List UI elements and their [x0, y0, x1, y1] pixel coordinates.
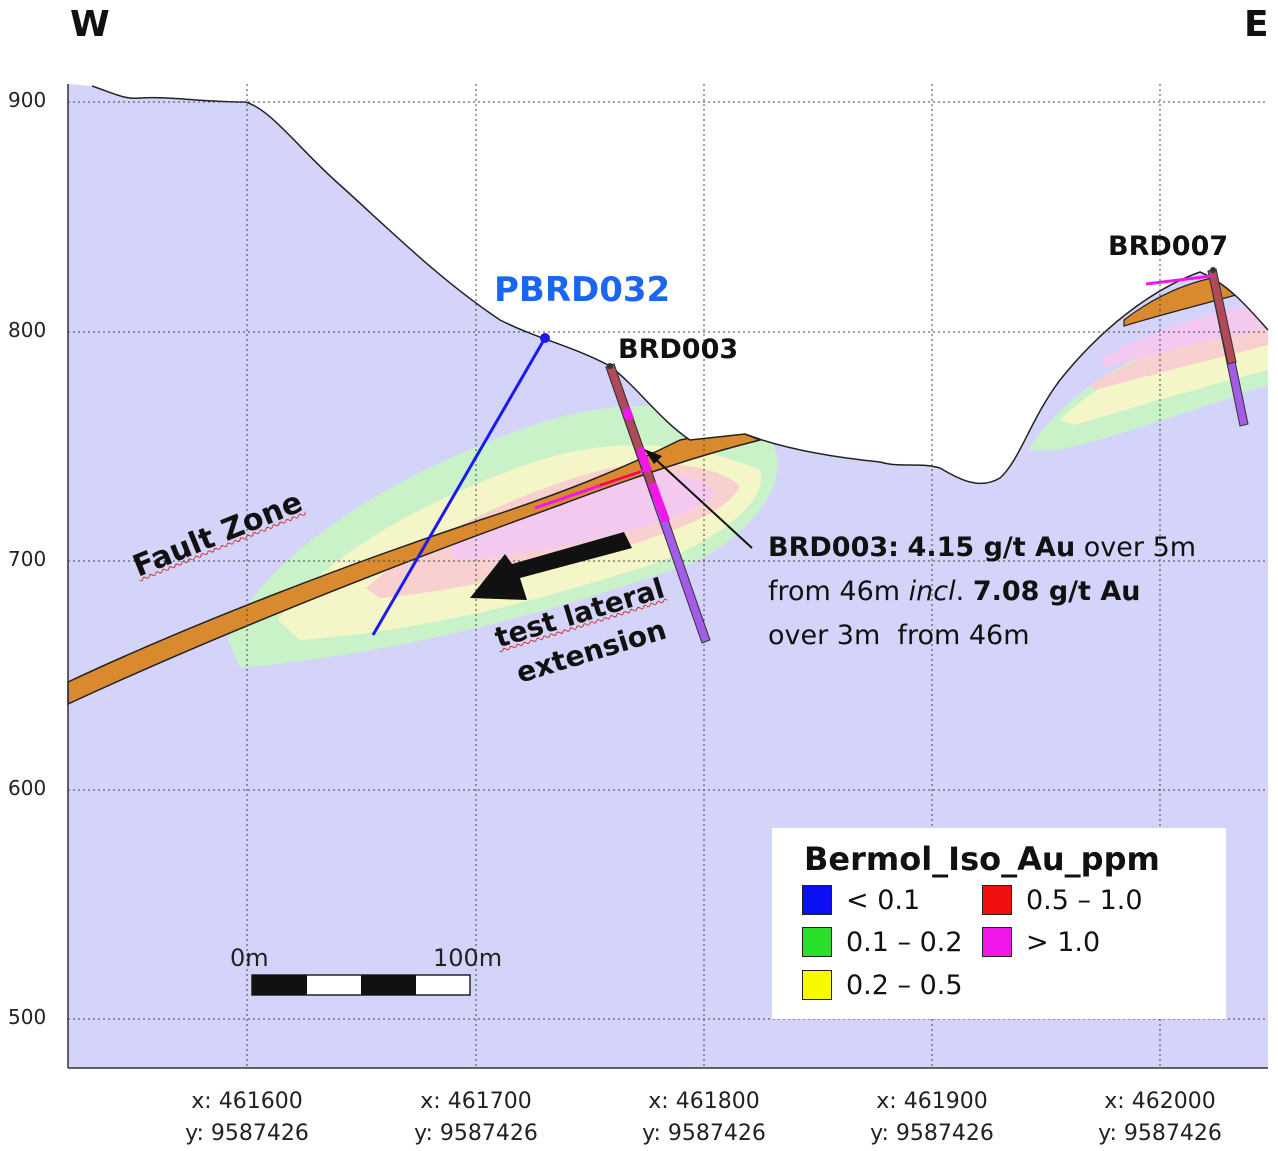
legend-title: Bermol_Iso_Au_ppm [804, 840, 1160, 878]
northing-label: y: 9587426 [1098, 1121, 1222, 1146]
easting-label: x: 461600 [191, 1089, 303, 1114]
legend: Bermol_Iso_Au_ppm < 0.1 0.5 – 1.0 0.1 – … [772, 828, 1226, 1019]
easting-label: x: 462000 [1104, 1089, 1216, 1114]
brd003-label: BRD003 [618, 334, 739, 365]
x-tick-label: x: 461800 y: 9587426 [624, 1086, 784, 1150]
x-tick-label: x: 462000 y: 9587426 [1080, 1086, 1240, 1150]
easting-label: x: 461700 [420, 1089, 532, 1114]
y-tick-label: 700 [8, 547, 47, 571]
legend-item-label: 0.5 – 1.0 [1026, 884, 1143, 916]
scale-start-label: 0m [230, 944, 269, 972]
callout-grade1: 4.15 g/t Au [907, 532, 1076, 563]
anomaly-zone-magenta [450, 472, 716, 560]
x-tick-label: x: 461900 y: 9587426 [852, 1086, 1012, 1150]
legend-item-label: > 1.0 [1026, 926, 1101, 958]
legend-item: > 1.0 [982, 924, 1100, 960]
topography-line [91, 85, 1269, 485]
callout-arrow-line [651, 455, 753, 549]
callout-over1: over 5m [1083, 532, 1197, 563]
scale-end-label: 100m [433, 944, 503, 972]
x-tick-label: x: 461700 y: 9587426 [396, 1086, 556, 1150]
legend-swatch-magenta [982, 927, 1012, 957]
lateral-extension-arrow [470, 532, 632, 600]
brd003-trace [605, 363, 711, 644]
brd007-intercept [1145, 274, 1213, 286]
y-tick-label: 800 [8, 318, 47, 342]
legend-item: 0.1 – 0.2 [802, 924, 963, 960]
callout-line3: over 3m from 46m [768, 614, 1196, 658]
brd003-intercept-red [599, 471, 641, 486]
brd007-label: BRD007 [1108, 231, 1229, 262]
northing-label: y: 9587426 [414, 1121, 538, 1146]
legend-item-label: 0.1 – 0.2 [846, 926, 963, 958]
legend-item: 0.2 – 0.5 [802, 967, 963, 1003]
legend-item-label: 0.2 – 0.5 [846, 969, 963, 1001]
legend-item-label: < 0.1 [846, 884, 921, 916]
x-tick-label: x: 461600 y: 9587426 [167, 1086, 327, 1150]
scale-bar [251, 974, 471, 996]
pbrd032-label: PBRD032 [494, 270, 671, 310]
callout-from1: from 46m [768, 576, 901, 607]
northing-label: y: 9587426 [870, 1121, 994, 1146]
callout-hole: BRD003: [768, 532, 899, 563]
callout-grade2: 7.08 g/t Au [972, 576, 1141, 607]
legend-swatch-blue [802, 885, 832, 915]
brd003-callout: BRD003: 4.15 g/t Au over 5m from 46m inc… [768, 526, 1196, 658]
legend-swatch-red [982, 885, 1012, 915]
legend-item: 0.5 – 1.0 [982, 882, 1143, 918]
y-tick-label: 500 [8, 1005, 47, 1029]
legend-swatch-yellow [802, 970, 832, 1000]
northing-label: y: 9587426 [642, 1121, 766, 1146]
callout-line1: BRD003: 4.15 g/t Au over 5m [768, 526, 1196, 570]
callout-line2: from 46m incl. 7.08 g/t Au [768, 576, 1141, 607]
east-label: E [1244, 4, 1269, 45]
northing-label: y: 9587426 [185, 1121, 309, 1146]
pbrd032-collar [540, 333, 550, 343]
pbrd032-trace [371, 337, 547, 636]
y-tick-label: 900 [8, 88, 47, 112]
west-label: W [70, 4, 110, 45]
callout-arrow-head [644, 449, 662, 464]
legend-swatch-green [802, 927, 832, 957]
air-above-topography [68, 84, 1268, 484]
callout-over2: over 3m from 46m [768, 620, 1030, 651]
easting-label: x: 461900 [876, 1089, 988, 1114]
brd007-trace [1207, 267, 1249, 427]
legend-item: < 0.1 [802, 882, 920, 918]
easting-label: x: 461800 [648, 1089, 760, 1114]
callout-incl: incl [908, 576, 956, 607]
y-tick-label: 600 [8, 776, 47, 800]
